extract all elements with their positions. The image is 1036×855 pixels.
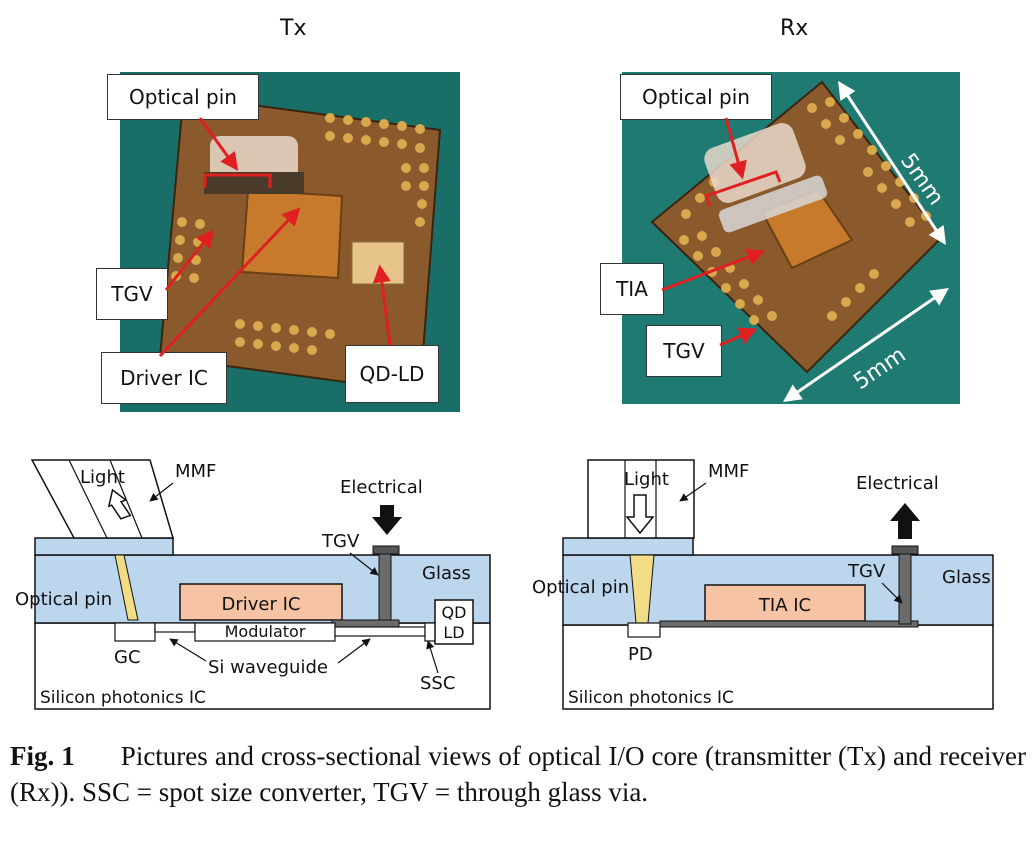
tx-sec-driver-ic: Driver IC xyxy=(222,594,301,615)
tx-sec-gc: GC xyxy=(114,647,141,668)
tx-sec-ld: LD xyxy=(443,623,464,642)
tx-arrow-optical-pin xyxy=(198,117,239,171)
tx-title: Tx xyxy=(280,16,307,41)
rx-tia-ic xyxy=(704,584,866,622)
caption-text: Pictures and cross-sectional views of op… xyxy=(10,741,1026,808)
tx-arrow-qd-ld xyxy=(372,264,392,346)
tx-label-qd-ld: QD-LD xyxy=(345,345,439,403)
rx-silicon-ic xyxy=(562,624,994,710)
rx-sec-glass: Glass xyxy=(942,567,991,588)
caption-fig-number: Fig. 1 xyxy=(10,741,75,771)
tx-arrow-tgv xyxy=(164,229,215,291)
tx-arrow-driver-ic xyxy=(158,207,301,358)
tx-driver-ic xyxy=(179,583,343,621)
photo-arrows-overlay: 5mm 5mm xyxy=(158,80,949,403)
rx-sec-silicon-ic: Silicon photonics IC xyxy=(568,688,734,708)
tx-optical-pin xyxy=(114,554,139,621)
rx-sec-electrical: Electrical xyxy=(856,473,939,494)
rx-arrow-optical-pin xyxy=(724,117,747,180)
rx-dimension-bottom xyxy=(783,287,949,403)
rx-sec-pd: PD xyxy=(628,644,653,665)
tx-sec-light: Light xyxy=(80,467,125,488)
tx-sec-optical-pin: Optical pin xyxy=(15,589,112,610)
rx-label-optical-pin: Optical pin xyxy=(620,74,772,120)
rx-label-tia: TIA xyxy=(600,263,664,315)
rx-sec-tia-ic: TIA IC xyxy=(758,595,811,616)
rx-sec-optical-pin: Optical pin xyxy=(532,577,629,598)
rx-title: Rx xyxy=(780,16,809,41)
rx-arrow-tgv xyxy=(719,327,758,347)
tx-sec-modulator: Modulator xyxy=(225,622,306,641)
tx-mmf xyxy=(30,459,175,539)
tx-sec-si-waveguide: Si waveguide xyxy=(208,657,328,678)
rx-sec-mmf: MMF xyxy=(708,461,749,482)
tx-cross-section: Light MMF Electrical TGV Glass Optical p… xyxy=(15,459,491,710)
tx-sec-tgv: TGV xyxy=(321,531,360,552)
rx-sec-light: Light xyxy=(624,469,669,490)
rx-pd xyxy=(627,622,661,638)
tx-sec-electrical: Electrical xyxy=(340,477,423,498)
rx-cross-section: Light MMF Electrical TGV Glass Optical p… xyxy=(532,459,994,710)
rx-sec-tgv: TGV xyxy=(847,561,886,582)
rx-dimension-top xyxy=(838,80,946,246)
tx-sec-mmf: MMF xyxy=(175,461,216,482)
tx-sec-qd: QD xyxy=(442,603,467,622)
tx-sec-silicon-ic: Silicon photonics IC xyxy=(40,688,206,708)
tx-label-optical-pin: Optical pin xyxy=(107,74,259,120)
tx-sec-ssc: SSC xyxy=(420,673,455,694)
rx-arrow-tia xyxy=(661,248,766,292)
tx-label-tgv: TGV xyxy=(96,268,168,320)
tx-qd-ld xyxy=(434,599,474,645)
rx-label-tgv: TGV xyxy=(646,325,722,377)
tx-sec-glass: Glass xyxy=(422,563,471,584)
